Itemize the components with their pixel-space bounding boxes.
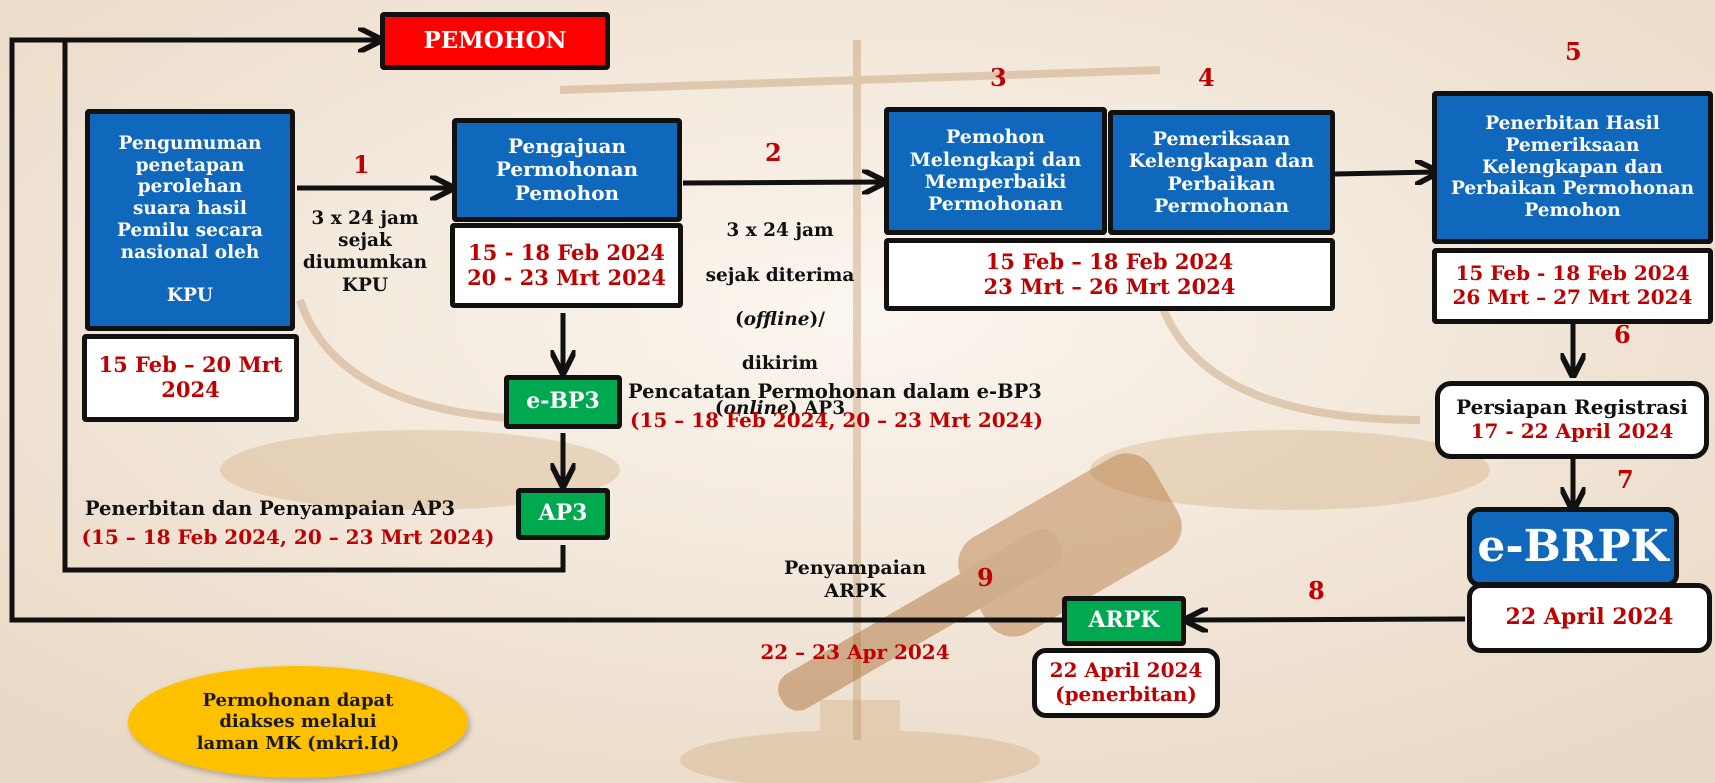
ap3-date: (15 – 18 Feb 2024, 20 – 23 Mrt 2024) xyxy=(81,525,495,549)
step-6-number: 6 xyxy=(1614,320,1631,349)
step-2-note-line1: 3 x 24 jam xyxy=(726,220,834,242)
step-6-title: Persiapan Registrasi xyxy=(1456,395,1688,420)
ebp3-title: Pencatatan Permohonan dalam e-BP3 xyxy=(628,380,1042,403)
step-9-date: 22 – 23 Apr 2024 xyxy=(760,640,950,664)
step-34-date-box: 15 Feb – 18 Feb 2024 23 Mrt – 26 Mrt 202… xyxy=(884,238,1335,311)
step-5-box: Penerbitan Hasil Pemeriksaan Kelengkapan… xyxy=(1432,91,1713,244)
step-7-number: 7 xyxy=(1617,465,1634,494)
step-5-date-box: 15 Feb - 18 Feb 2024 26 Mrt – 27 Mrt 202… xyxy=(1432,248,1713,324)
pengumuman-box: Pengumuman penetapan perolehan suara has… xyxy=(85,109,295,331)
step-2-online: online xyxy=(723,397,789,419)
pengumuman-date-box: 15 Feb – 20 Mrt 2024 xyxy=(82,334,299,422)
step-1-number: 1 xyxy=(353,150,370,179)
paren-open-1: ( xyxy=(734,308,744,330)
ebrpk-date-box: 22 April 2024 xyxy=(1467,583,1712,653)
ebp3-box: e-BP3 xyxy=(504,375,622,429)
ebrpk-box: e-BRPK xyxy=(1467,507,1679,587)
arpk-box: ARPK xyxy=(1062,596,1186,646)
step-2-number: 2 xyxy=(765,138,782,167)
step-4-box: Pemeriksaan Kelengkapan dan Perbaikan Pe… xyxy=(1108,110,1335,235)
pemohon-box: PEMOHON xyxy=(380,12,610,70)
step-9-title: Penyampaian ARPK xyxy=(783,557,927,602)
step-2-offline-tail: )/ xyxy=(809,308,826,330)
arrow-step-8 xyxy=(1188,619,1466,620)
arpk-to-pemohon-line xyxy=(9,40,1062,623)
ap3-title: Penerbitan dan Penyampaian AP3 xyxy=(84,497,456,520)
pengajuan-date-box: 15 - 18 Feb 2024 20 - 23 Mrt 2024 xyxy=(450,223,683,308)
step-2-note-line2: sejak diterima xyxy=(705,264,855,286)
arpk-date-box: 22 April 2024 (penerbitan) xyxy=(1032,648,1220,718)
paren-open-2: ( xyxy=(714,397,724,419)
step-1-note: 3 x 24 jam sejak diumumkan KPU xyxy=(302,208,428,296)
step-3-box: Pemohon Melengkapi dan Memperbaiki Permo… xyxy=(884,107,1107,235)
step-2-online-tail: ) AP3 xyxy=(788,397,846,419)
arrow-step-2 xyxy=(682,182,882,183)
ap3-to-pemohon-line xyxy=(62,40,566,573)
arrow-step-5 xyxy=(1334,172,1435,174)
step-2-offline: offline xyxy=(743,308,810,330)
step-8-number: 8 xyxy=(1308,576,1325,605)
step-6-box: Persiapan Registrasi 17 - 22 April 2024 xyxy=(1435,381,1709,459)
step-5-number: 5 xyxy=(1565,37,1582,66)
step-6-date: 17 - 22 April 2024 xyxy=(1470,419,1674,443)
ap3-box: AP3 xyxy=(516,488,610,540)
step-3-number: 3 xyxy=(990,63,1007,92)
mkri-access-note: Permohonan dapat diakses melalui laman M… xyxy=(128,666,468,778)
step-9-number: 9 xyxy=(977,563,994,592)
ebp3-date: (15 – 18 Feb 2024, 20 – 23 Mrt 2024) xyxy=(630,408,1043,432)
step-2-note: 3 x 24 jam sejak diterima (offline)/ dik… xyxy=(700,198,860,420)
pengajuan-box: Pengajuan Permohonan Pemohon xyxy=(452,118,682,222)
step-2-note-line4: dikirim xyxy=(741,353,819,375)
step-4-number: 4 xyxy=(1198,63,1215,92)
